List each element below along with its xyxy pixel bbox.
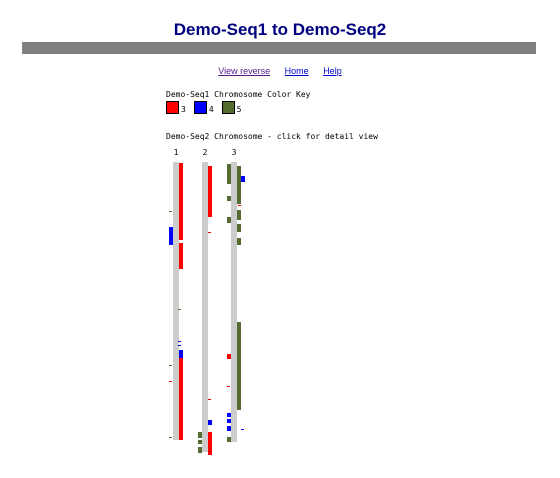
synteny-block[interactable]	[241, 429, 244, 430]
home-link[interactable]: Home	[284, 66, 309, 76]
chromosome-label-1: 1	[174, 148, 179, 157]
synteny-block[interactable]	[237, 210, 241, 220]
color-key-item-3: 3	[166, 101, 186, 114]
page-title: Demo-Seq1 to Demo-Seq2	[173, 20, 387, 39]
header-bar	[22, 42, 536, 54]
color-swatch-blue	[193, 101, 207, 114]
synteny-block[interactable]	[208, 166, 212, 217]
synteny-block[interactable]	[227, 437, 231, 442]
synteny-block[interactable]	[169, 437, 172, 438]
synteny-block[interactable]	[227, 164, 231, 184]
color-key-item-4: 4	[193, 101, 214, 114]
synteny-block[interactable]	[227, 386, 230, 387]
color-key-heading: Demo-Seq1 Chromosome Color Key	[166, 90, 311, 99]
synteny-block[interactable]	[208, 432, 212, 455]
color-key-label: 3	[181, 105, 186, 114]
color-key-label: 4	[208, 105, 214, 114]
synteny-block[interactable]	[179, 243, 183, 269]
synteny-block[interactable]	[178, 345, 181, 346]
color-swatch-green	[221, 101, 235, 114]
synteny-block[interactable]	[237, 224, 241, 232]
synteny-block[interactable]	[208, 420, 212, 425]
synteny-block[interactable]	[237, 238, 241, 245]
chromosome-label-3: 3	[232, 148, 237, 157]
synteny-block[interactable]	[198, 447, 202, 453]
color-key-item-5: 5	[221, 101, 242, 114]
color-swatch-red	[166, 101, 179, 114]
synteny-block[interactable]	[169, 211, 172, 212]
help-link[interactable]: Help	[323, 66, 342, 76]
synteny-block[interactable]	[241, 176, 245, 182]
synteny-block[interactable]	[208, 232, 211, 233]
synteny-block[interactable]	[198, 432, 202, 438]
synteny-block[interactable]	[179, 163, 183, 240]
synteny-block[interactable]	[227, 217, 231, 223]
chromosome-heading: Demo-Seq2 Chromosome - click for detail …	[166, 132, 378, 141]
chromosome-2[interactable]	[202, 162, 208, 452]
synteny-block[interactable]	[227, 196, 231, 201]
synteny-block[interactable]	[169, 381, 172, 382]
synteny-block[interactable]	[227, 426, 231, 431]
synteny-block[interactable]	[198, 440, 202, 444]
synteny-block[interactable]	[227, 419, 231, 423]
synteny-block[interactable]	[179, 358, 183, 440]
chromosome-1[interactable]	[173, 162, 179, 440]
color-key: 3 4 5	[166, 101, 249, 114]
synteny-block[interactable]	[169, 227, 173, 245]
synteny-block[interactable]	[208, 399, 211, 400]
synteny-block[interactable]	[178, 309, 181, 310]
synteny-block[interactable]	[238, 205, 241, 206]
synteny-block[interactable]	[169, 365, 172, 366]
color-key-label: 5	[236, 105, 242, 114]
chromosome-3[interactable]	[231, 162, 237, 442]
nav-links: View reverse Home Help	[0, 66, 560, 76]
synteny-block[interactable]	[227, 354, 231, 359]
synteny-block[interactable]	[178, 341, 181, 342]
synteny-block[interactable]	[227, 413, 231, 417]
synteny-block[interactable]	[179, 350, 183, 358]
view-reverse-link[interactable]: View reverse	[218, 66, 271, 76]
synteny-block[interactable]	[237, 166, 241, 204]
chromosome-label-2: 2	[203, 148, 208, 157]
synteny-block[interactable]	[237, 322, 241, 410]
